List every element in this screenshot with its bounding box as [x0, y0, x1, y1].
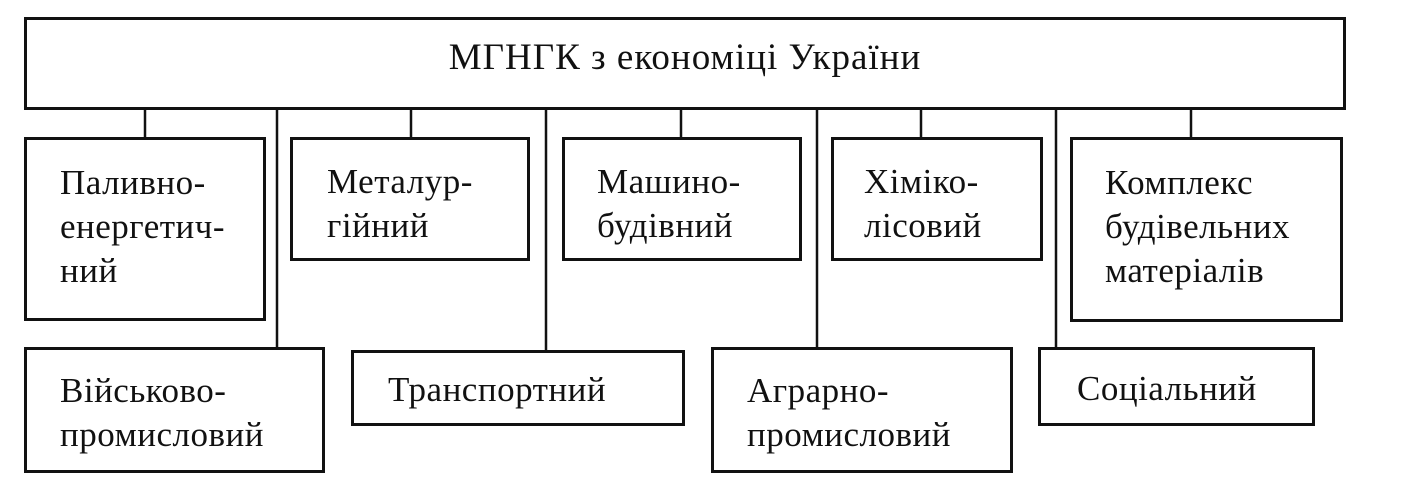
box-label-agro-industrial: Аграрно- промисловий: [747, 371, 951, 454]
box-label-transport: Транспортний: [388, 370, 607, 409]
box-label-machine-building: Машино- будівний: [597, 162, 741, 245]
box-building-materials: Комплекс будівельних матеріалів: [1070, 137, 1343, 322]
economy-complexes-title-box: МГНГК з економіці України: [24, 17, 1346, 110]
box-machine-building: Машино- будівний: [562, 137, 802, 261]
box-label-military-industrial: Військово- промисловий: [60, 371, 264, 454]
box-label-social: Соціальний: [1077, 369, 1257, 408]
box-fuel-energy: Паливно- енергетич- ний: [24, 137, 266, 321]
box-chemical-forest: Хіміко- лісовий: [831, 137, 1043, 261]
box-social: Соціальний: [1038, 347, 1315, 426]
box-metallurgical: Металур- гійний: [290, 137, 530, 261]
box-agro-industrial: Аграрно- промисловий: [711, 347, 1013, 473]
box-military-industrial: Військово- промисловий: [24, 347, 325, 473]
box-label-metallurgical: Металур- гійний: [327, 162, 473, 245]
box-label-chemical-forest: Хіміко- лісовий: [864, 162, 982, 245]
box-label-building-materials: Комплекс будівельних матеріалів: [1105, 163, 1291, 290]
diagram-title: МГНГК з економіці України: [448, 37, 922, 78]
box-label-fuel-energy: Паливно- енергетич- ний: [60, 163, 226, 290]
box-transport: Транспортний: [351, 350, 685, 426]
